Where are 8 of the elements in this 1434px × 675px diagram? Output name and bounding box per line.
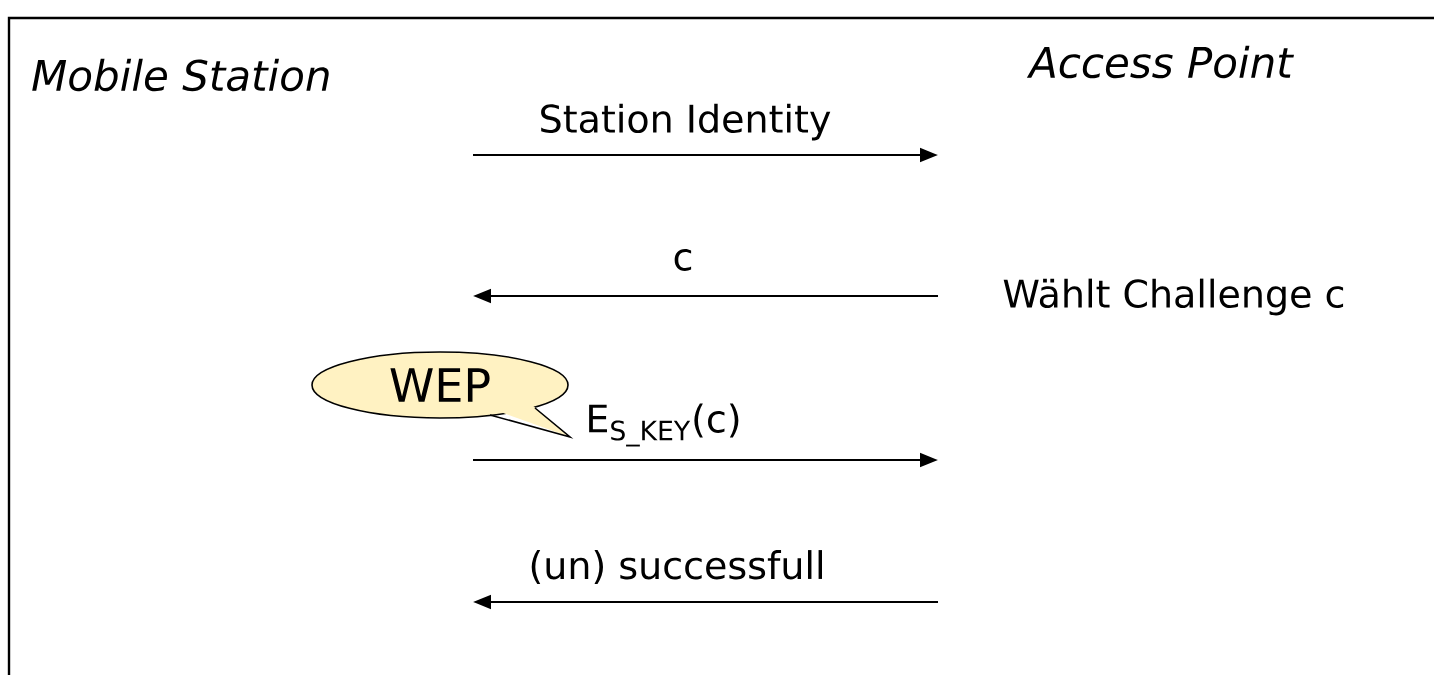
message-label: E$_{S_KEY}$(c) — [589, 403, 739, 447]
note-text: Wählt Challenge c — [1003, 278, 1344, 316]
station-label: Access Point — [1026, 45, 1294, 79]
message-label: (un) successfull — [531, 550, 822, 584]
message-label: Station Identity — [541, 103, 831, 141]
speech-bubble: WEP — [311, 351, 574, 439]
station-label: Mobile Station — [32, 58, 329, 92]
message-label: c — [674, 249, 692, 271]
